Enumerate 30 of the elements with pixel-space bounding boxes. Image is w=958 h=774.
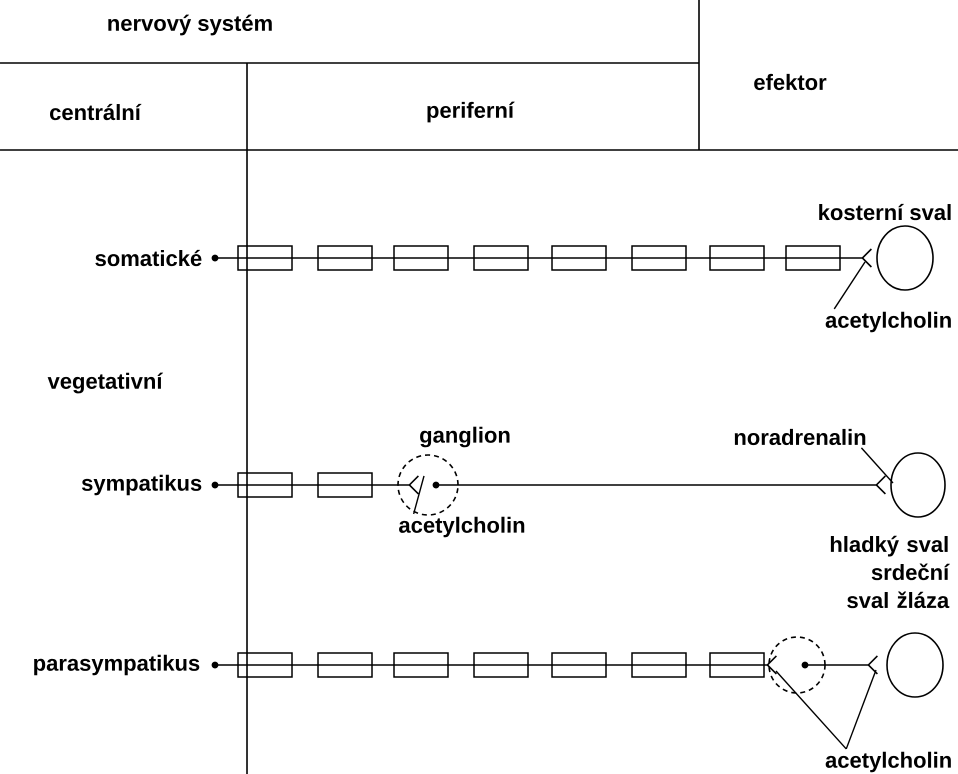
leader-line bbox=[412, 476, 425, 514]
leader-line bbox=[860, 447, 894, 484]
transmitter-label: acetylcholin bbox=[826, 312, 951, 332]
pathway-label: sympatikus bbox=[82, 474, 202, 496]
column-heading: centrální bbox=[50, 104, 142, 120]
effector-circle bbox=[886, 632, 944, 698]
row-heading: vegetativní bbox=[48, 372, 164, 394]
column-heading: periferní bbox=[427, 102, 515, 122]
transmitter-label: noradrenalin bbox=[734, 428, 866, 446]
transmitter-label: acetylcholin bbox=[399, 516, 524, 538]
effector-circle bbox=[890, 452, 946, 518]
effector-circle bbox=[876, 225, 934, 291]
leader-line bbox=[846, 670, 877, 750]
ganglion-caption: ganglion bbox=[420, 426, 510, 448]
nerve-fiber bbox=[432, 475, 886, 495]
nerve-fiber bbox=[212, 248, 872, 268]
transmitter-label: acetylcholin bbox=[826, 752, 951, 772]
leader-line bbox=[834, 262, 866, 310]
effector-caption: hladký sval srdeční sval žláza bbox=[830, 536, 950, 608]
nerve-fiber bbox=[802, 655, 878, 675]
nerve-fiber bbox=[212, 475, 419, 495]
column-heading: efektor bbox=[754, 74, 826, 90]
leader-line bbox=[775, 670, 847, 750]
ganglion-circle bbox=[768, 636, 826, 694]
nerve-fiber bbox=[212, 655, 777, 675]
column-heading: nervový systém bbox=[108, 14, 272, 36]
pathway-label: somatické bbox=[95, 250, 202, 266]
ganglion-circle bbox=[397, 454, 459, 516]
pathway-label: parasympatikus bbox=[34, 654, 200, 676]
effector-caption: kosterní sval bbox=[819, 204, 951, 220]
